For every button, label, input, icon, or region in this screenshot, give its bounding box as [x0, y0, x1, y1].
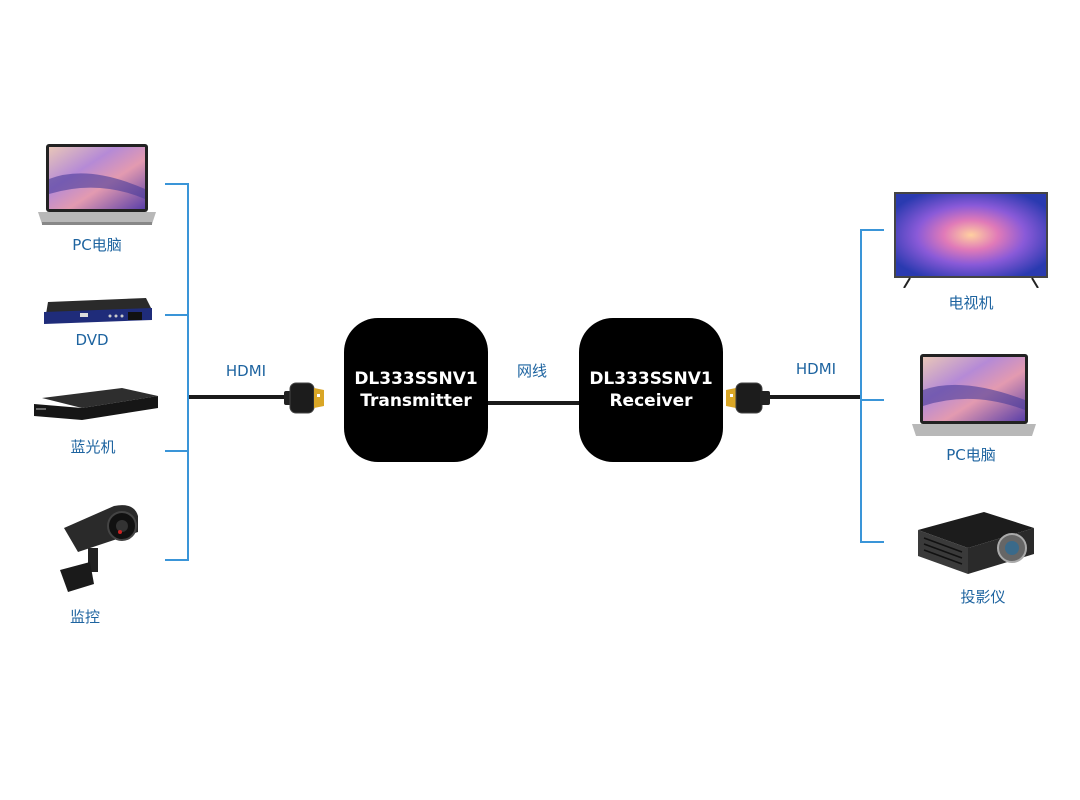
projector-icon: [918, 512, 1034, 574]
bluray-player-icon: [34, 388, 158, 420]
transmitter-box: DL333SSNV1 Transmitter: [344, 318, 488, 462]
laptop-icon: [912, 354, 1036, 436]
left-bracket-tick-2: [165, 314, 189, 316]
receiver-model: DL333SSNV1: [589, 369, 713, 389]
right-bracket-tick-1: [860, 229, 884, 231]
right-laptop: [912, 354, 1036, 438]
right-device-label-pc: PC电脑: [946, 446, 996, 464]
right-cable-label: HDMI: [795, 360, 837, 378]
right-hdmi-plug: [724, 381, 776, 415]
left-device-label-bluray: 蓝光机: [70, 438, 116, 456]
dvd-player-icon: [44, 298, 152, 324]
receiver-role: Receiver: [609, 391, 693, 411]
right-device-label-projector: 投影仪: [960, 588, 1006, 606]
tv-icon: [894, 192, 1048, 289]
right-tv: [894, 192, 1048, 289]
left-bluray: [32, 386, 160, 422]
left-dvd: [40, 296, 154, 328]
network-cable: [488, 401, 580, 405]
left-bracket-tick-3: [165, 450, 189, 452]
hdmi-plug-icon: [726, 382, 770, 414]
left-cable-label: HDMI: [225, 362, 267, 380]
right-bracket-vertical: [860, 229, 862, 543]
middle-cable-label: 网线: [516, 362, 547, 380]
transmitter-model: DL333SSNV1: [354, 369, 478, 389]
laptop-icon: [38, 144, 156, 225]
left-hdmi-plug: [284, 381, 328, 415]
left-hdmi-cable: [189, 395, 289, 399]
right-projector: [914, 508, 1038, 580]
hdmi-plug-icon: [284, 382, 324, 414]
right-device-label-tv: 电视机: [948, 294, 994, 312]
left-laptop: [38, 144, 156, 226]
left-device-label-dvd: DVD: [75, 331, 109, 349]
right-bracket-tick-2: [860, 399, 884, 401]
left-bracket-tick-4: [165, 559, 189, 561]
left-bracket-vertical: [187, 183, 189, 561]
left-bracket-tick-1: [165, 183, 189, 185]
receiver-box: DL333SSNV1 Receiver: [579, 318, 723, 462]
left-camera: [54, 498, 140, 594]
transmitter-role: Transmitter: [360, 391, 472, 411]
security-camera-icon: [60, 505, 138, 592]
right-hdmi-cable: [770, 395, 862, 399]
right-bracket-tick-3: [860, 541, 884, 543]
left-device-label-camera: 监控: [69, 608, 100, 626]
left-device-label-pc: PC电脑: [72, 236, 122, 254]
